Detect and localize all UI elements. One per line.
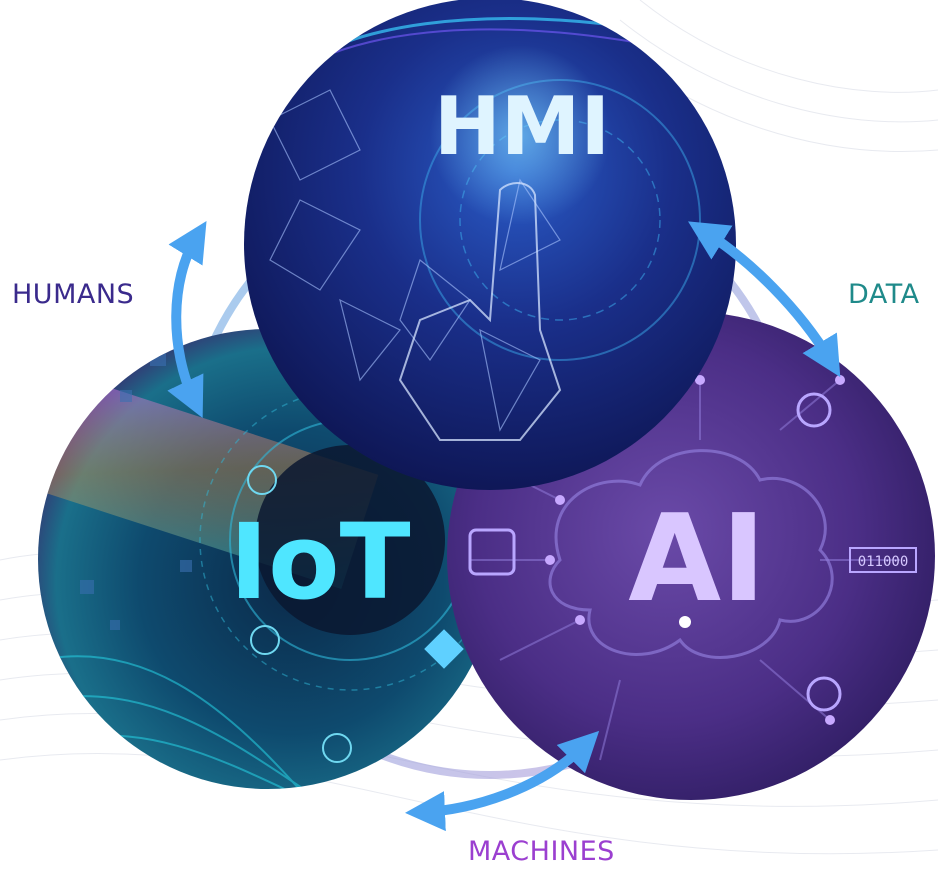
machines-arrow bbox=[405, 730, 600, 832]
humans-arrow bbox=[167, 220, 207, 419]
gear-head-icon bbox=[322, 733, 352, 763]
data-label: DATA bbox=[848, 279, 920, 310]
chip-icon bbox=[424, 629, 464, 669]
iot-title: IoT bbox=[229, 501, 410, 623]
arrows bbox=[167, 220, 841, 832]
power-icon bbox=[796, 392, 832, 428]
qr-code-icon bbox=[468, 528, 516, 576]
binary-box bbox=[849, 547, 917, 573]
car-icon bbox=[247, 465, 277, 495]
ai-title: AI bbox=[628, 490, 766, 629]
machines-label: MACHINES bbox=[468, 836, 615, 867]
pointing-hand-graphic bbox=[398, 182, 562, 441]
binary-text: 011000 bbox=[858, 554, 909, 570]
network-icon bbox=[250, 625, 280, 655]
hmi-circle: HMI bbox=[244, 0, 736, 490]
humans-label: HUMANS bbox=[12, 279, 135, 310]
hmi-title: HMI bbox=[434, 80, 610, 173]
play-icon bbox=[806, 676, 842, 712]
data-arrow bbox=[688, 221, 841, 378]
